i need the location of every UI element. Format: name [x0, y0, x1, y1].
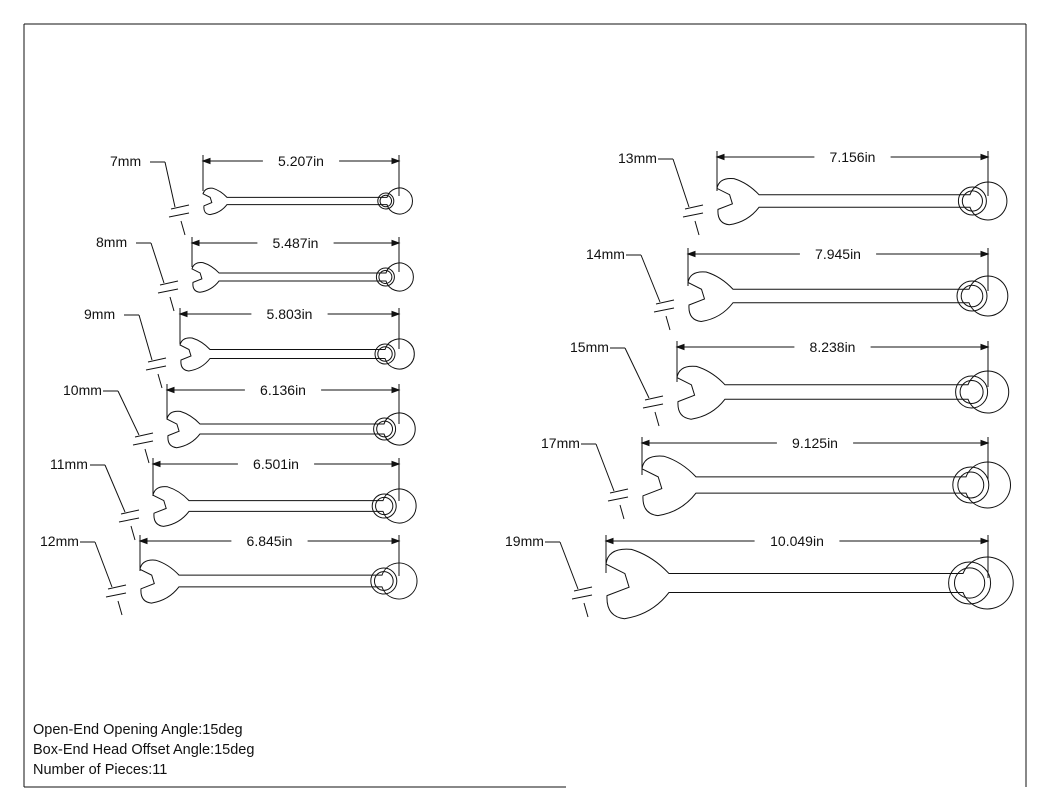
length-dimension-label: 6.501in [253, 456, 299, 472]
opening-size-leader [626, 254, 675, 331]
size-label: 15mm [570, 339, 609, 355]
length-dimension-label: 7.156in [830, 149, 876, 165]
size-label: 10mm [63, 382, 102, 398]
opening-size-leader [80, 541, 127, 616]
wrench-7mm: 5.207in 7mm [110, 153, 413, 236]
length-dimension-label: 9.125in [792, 435, 838, 451]
size-label: 9mm [84, 306, 115, 322]
length-dimension-label: 6.845in [247, 533, 293, 549]
length-dimension-label: 10.049in [770, 533, 824, 549]
wrench-8mm: 5.487in 8mm [96, 234, 414, 312]
wrench-views: 5.207in 7mm 5.487in 8mm 5.803in 9mm 6.136in 10m… [40, 149, 1014, 620]
opening-size-leader [124, 314, 167, 389]
opening-angle-note: Open-End Opening Angle:15deg [33, 722, 243, 738]
size-label: 14mm [586, 246, 625, 262]
opening-size-leader [103, 390, 154, 464]
length-dimension-label: 6.136in [260, 382, 306, 398]
wrench-17mm: 9.125in 17mm [541, 435, 1011, 520]
opening-size-leader [545, 541, 593, 618]
size-label: 8mm [96, 234, 127, 250]
size-label: 7mm [110, 153, 141, 169]
size-label: 11mm [50, 456, 88, 472]
size-label: 13mm [618, 150, 657, 166]
length-dimension-label: 5.207in [278, 153, 324, 169]
opening-size-leader [90, 464, 140, 541]
length-dimension-label: 5.803in [267, 306, 313, 322]
size-label: 19mm [505, 533, 544, 549]
sheet-border [23, 23, 1027, 788]
piece-count-note: Number of Pieces:11 [33, 762, 168, 778]
drawing-notes: Open-End Opening Angle:15deg Box-End Hea… [33, 720, 254, 780]
wrench-15mm: 8.238in 15mm [570, 339, 1010, 427]
wrench-12mm: 6.845in 12mm [40, 533, 418, 616]
wrench-14mm: 7.945in 14mm [586, 246, 1009, 331]
offset-angle-note: Box-End Head Offset Angle:15deg [33, 742, 255, 758]
size-label: 17mm [541, 435, 580, 451]
opening-size-leader [136, 242, 179, 312]
opening-size-leader [610, 347, 664, 427]
wrench-13mm: 7.156in 13mm [618, 149, 1008, 236]
opening-size-leader [581, 443, 629, 520]
length-dimension-label: 7.945in [815, 246, 861, 262]
wrench-10mm: 6.136in 10mm [63, 382, 416, 464]
wrench-11mm: 6.501in 11mm [50, 456, 417, 541]
length-dimension-label: 5.487in [273, 235, 319, 251]
opening-size-leader [658, 158, 704, 236]
opening-size-leader [150, 161, 190, 236]
size-label: 12mm [40, 533, 79, 549]
wrench-19mm: 10.049in 19mm [505, 533, 1014, 620]
wrench-9mm: 5.803in 9mm [84, 306, 415, 389]
length-dimension-label: 8.238in [810, 339, 856, 355]
